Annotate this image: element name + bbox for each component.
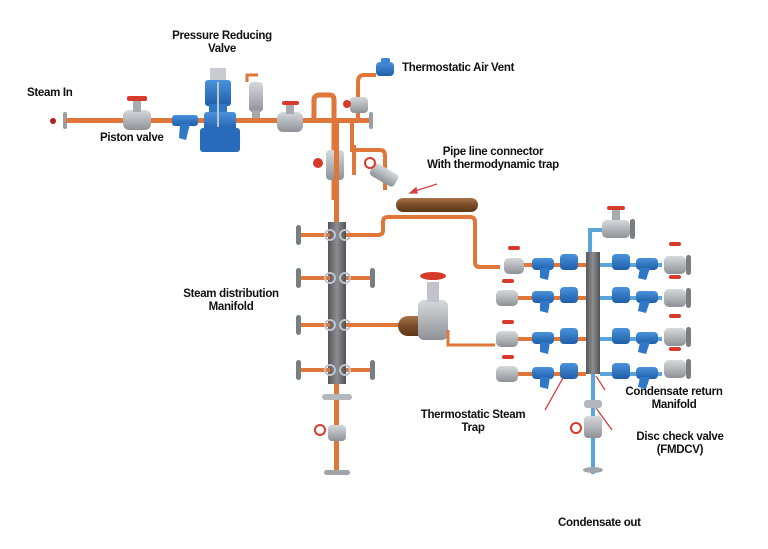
label-steam-trap-line1: Thermostatic Steam (420, 409, 526, 421)
manifold-gate-valve (346, 272, 495, 347)
label-pipe-line-connector: Pipe line connector With thermodynamic t… (418, 146, 568, 172)
thermostatic-air-vent (376, 58, 394, 76)
label-condensate-manifold-line1: Condensate return (625, 386, 723, 398)
condensate-return-manifold (570, 206, 635, 474)
steam-distribution-manifold (296, 120, 375, 475)
label-condensate-out: Condensate out (558, 517, 641, 529)
label-thermostatic-steam-trap: Thermostatic Steam Trap (412, 409, 534, 435)
label-prv-line1: Pressure Reducing (172, 30, 272, 42)
label-steam-manifold-line1: Steam distribution (183, 288, 279, 300)
steam-branch-pipe-top (346, 215, 500, 269)
label-condensate-return-manifold: Condensate return Manifold (616, 386, 732, 412)
trap-row-2 (496, 275, 691, 313)
steam-in-point (50, 118, 56, 124)
trap-row-4 (496, 347, 691, 389)
label-check-valve-line1: Disc check valve (636, 431, 724, 443)
trap-row-1 (504, 242, 691, 280)
label-piston-valve: Piston valve (100, 132, 164, 144)
label-steam-distribution-manifold: Steam distribution Manifold (176, 288, 286, 314)
label-thermostatic-air-vent: Thermostatic Air Vent (402, 62, 515, 74)
label-disc-check-valve: Disc check valve (FMDCV) (626, 431, 734, 457)
main-riser-valve (313, 150, 344, 180)
pipe-line-connector (396, 198, 478, 212)
label-condensate-manifold-line2: Manifold (651, 399, 697, 411)
trap-row-3 (496, 314, 691, 354)
label-steam-trap-line2: Trap (461, 422, 485, 434)
label-steam-in: Steam In (27, 87, 73, 99)
air-vent-isolation-valve (343, 97, 368, 113)
label-connector-line2: With thermodynamic trap (427, 159, 559, 171)
label-prv-line2: Valve (208, 43, 236, 55)
piston-valve (123, 96, 151, 130)
steam-header-piping (311, 73, 387, 200)
strainer-icon (172, 115, 198, 140)
pressure-reducing-valve (200, 68, 240, 152)
safety-relief-valve (245, 73, 263, 118)
thermodynamic-trap-valve (364, 157, 399, 187)
label-pressure-reducing-valve: Pressure Reducing Valve (163, 30, 281, 56)
label-steam-manifold-line2: Manifold (208, 301, 254, 313)
label-check-valve-line2: (FMDCV) (656, 444, 704, 456)
inlet-flange (63, 112, 67, 129)
pointer-arrows (408, 183, 613, 431)
downstream-stop-valve (277, 101, 303, 132)
label-connector-line1: Pipe line connector (442, 146, 544, 158)
